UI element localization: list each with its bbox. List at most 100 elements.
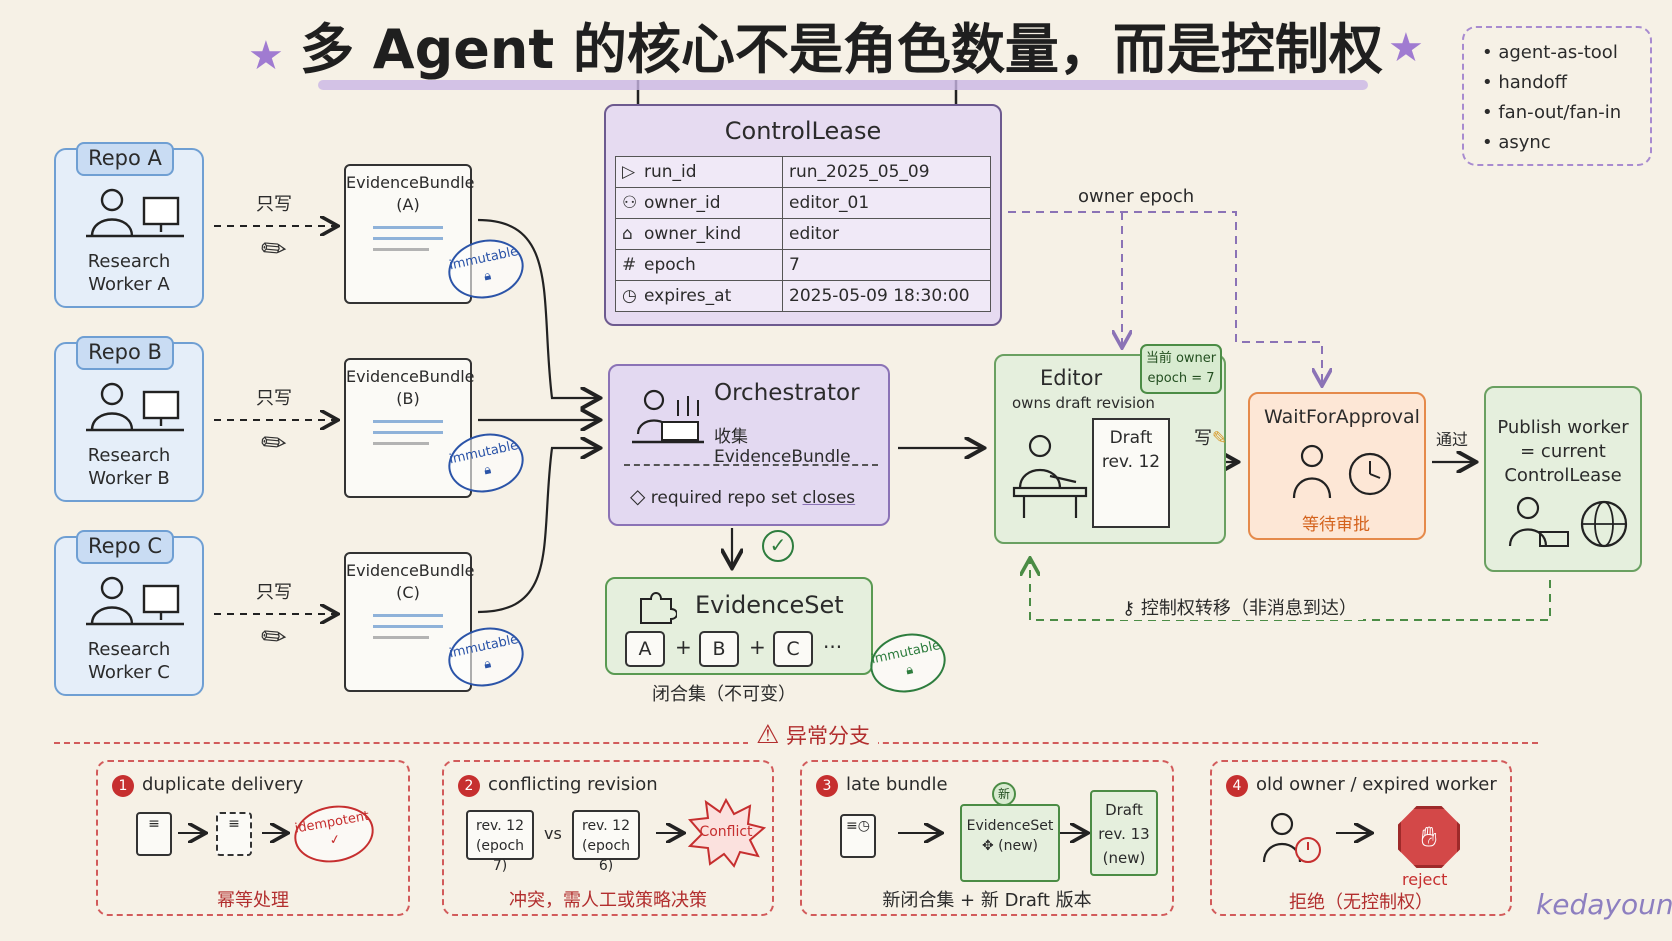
plus-sign: + <box>675 635 692 659</box>
lock-icon: 🔒︎ <box>482 268 493 285</box>
write-label: 写✎ <box>1194 428 1228 449</box>
wait-caption: 等待审批 <box>1302 515 1370 535</box>
card-caption: 冲突，需人工或策略决策 <box>509 890 707 911</box>
repo-tag: Repo C <box>76 530 174 564</box>
puzzle-icon <box>640 592 677 624</box>
editor-desk-icon <box>1012 434 1088 518</box>
write-only-label: 只写 <box>256 582 292 603</box>
publish-line3: ControlLease <box>1504 465 1622 486</box>
bundle-c-arrow <box>477 448 598 614</box>
lease-row: ◷expires_at 2025-05-09 18:30:00 <box>615 280 991 312</box>
closes-text: required repo set <box>650 488 798 508</box>
vs-label: vs <box>544 824 562 843</box>
anomaly-title: ⚠ 异常分支 <box>748 720 878 750</box>
new-evidence-set: EvidenceSet ✥ (new) <box>960 804 1060 882</box>
evidence-bundle: EvidenceBundle(C) <box>344 552 475 692</box>
pass-label: 通过 <box>1436 430 1469 449</box>
owner-epoch-arrow-wait <box>1008 211 1322 384</box>
evidence-set-card: EvidenceSet A + B + C ··· <box>605 577 873 675</box>
conflict-burst-icon <box>687 798 766 868</box>
card-caption: 新闭合集 + 新 Draft 版本 <box>882 890 1092 911</box>
write-only-label: 只写 <box>256 194 292 215</box>
new-badge: 新 <box>992 782 1016 806</box>
evidence-set-title: EvidenceSet <box>695 591 844 619</box>
editor-sub: owns draft revision <box>1012 394 1155 412</box>
publisher-globe-icon <box>1508 496 1628 548</box>
lease-value: 7 <box>782 249 991 281</box>
lease-row: ⌂owner_kind editor <box>615 218 991 250</box>
star-icon: ★ <box>1388 25 1424 71</box>
legend-item: fan-out/fan-in <box>1482 98 1638 128</box>
control-lease-title: ControlLease <box>724 117 882 145</box>
lease-row: ▷run_id run_2025_05_09 <box>615 156 991 188</box>
legend-item: agent-as-tool <box>1482 38 1638 68</box>
evidence-chip: C <box>773 631 813 667</box>
pencil-icon: ✎ <box>1212 428 1228 449</box>
repo-tag: Repo A <box>76 142 174 176</box>
control-transfer-arrow <box>1030 560 1551 621</box>
signature: kedayoung <box>1536 888 1672 921</box>
revision-right: rev. 12(epoch 6) <box>572 810 640 874</box>
check-circle-icon: ✓ <box>762 530 794 562</box>
worker-computer-icon <box>86 576 184 626</box>
orchestrator-name: Orchestrator <box>714 380 860 406</box>
operator-icon <box>632 389 704 444</box>
more-ellipsis: ··· <box>823 635 843 659</box>
revision-left: rev. 12(epoch 7) <box>466 810 534 874</box>
page-title: 多 Agent 的核心不是角色数量，而是控制权 <box>300 18 1383 81</box>
control-lease-table: ▷run_id run_2025_05_09 ⚇owner_id editor_… <box>615 156 991 312</box>
wait-name: WaitForApproval <box>1264 406 1420 428</box>
reject-label: reject <box>1402 870 1448 889</box>
lease-field-icon: # <box>622 255 637 275</box>
publish-line2: = current <box>1520 441 1606 462</box>
conflict-label: Conflict <box>699 824 753 840</box>
control-lease-card: ControlLease ▷run_id run_2025_05_09 ⚇own… <box>604 104 1002 326</box>
card-caption: 拒绝（无控制权） <box>1289 892 1433 913</box>
repo-tag: Repo B <box>76 336 174 370</box>
worker-computer-icon <box>86 188 184 238</box>
title-underline <box>318 80 1368 90</box>
lease-field-icon: ⌂ <box>622 224 633 244</box>
wait-for-approval-card: WaitForApproval 等待审批 <box>1248 392 1426 540</box>
lease-value: 2025-05-09 18:30:00 <box>782 280 991 312</box>
divider <box>624 464 878 466</box>
lease-field-icon: ⚇ <box>622 193 638 213</box>
orchestrator-card: Orchestrator 收集 EvidenceBundle ◇ require… <box>608 364 890 526</box>
waiting-person-icon <box>1292 444 1392 499</box>
closes-word: closes <box>802 488 856 508</box>
evidence-chip: A <box>625 631 665 667</box>
stop-hand-icon: ✋︎ <box>1398 806 1460 868</box>
late-document-icon: ≡◷ <box>840 814 876 858</box>
lease-field-icon: ◷ <box>622 286 637 306</box>
legend-item: async <box>1482 128 1638 158</box>
lease-value: editor <box>782 218 991 250</box>
expired-person-icon <box>1262 812 1321 863</box>
evidence-chip: B <box>699 631 739 667</box>
duplicate-document-icon: ≡ <box>216 812 252 856</box>
puzzle-icon: ✥ <box>981 838 994 854</box>
lease-row: ⚇owner_id editor_01 <box>615 187 991 219</box>
key-icon: ⚷ <box>1122 598 1136 619</box>
closes-row: ◇ required repo set closes <box>630 484 855 508</box>
publish-line1: Publish worker <box>1497 417 1629 438</box>
pattern-legend: agent-as-tool handoff fan-out/fan-in asy… <box>1462 26 1652 166</box>
check-diamond-icon: ◇ <box>630 484 646 508</box>
card-caption: 幂等处理 <box>217 890 289 911</box>
lock-icon: 🔒︎ <box>482 656 493 673</box>
lease-key: run_id <box>644 162 697 182</box>
worker-computer-icon <box>86 382 184 432</box>
bundle-a-arrow <box>477 218 598 398</box>
legend-item: handoff <box>1482 68 1638 98</box>
lease-value: editor_01 <box>782 187 991 219</box>
